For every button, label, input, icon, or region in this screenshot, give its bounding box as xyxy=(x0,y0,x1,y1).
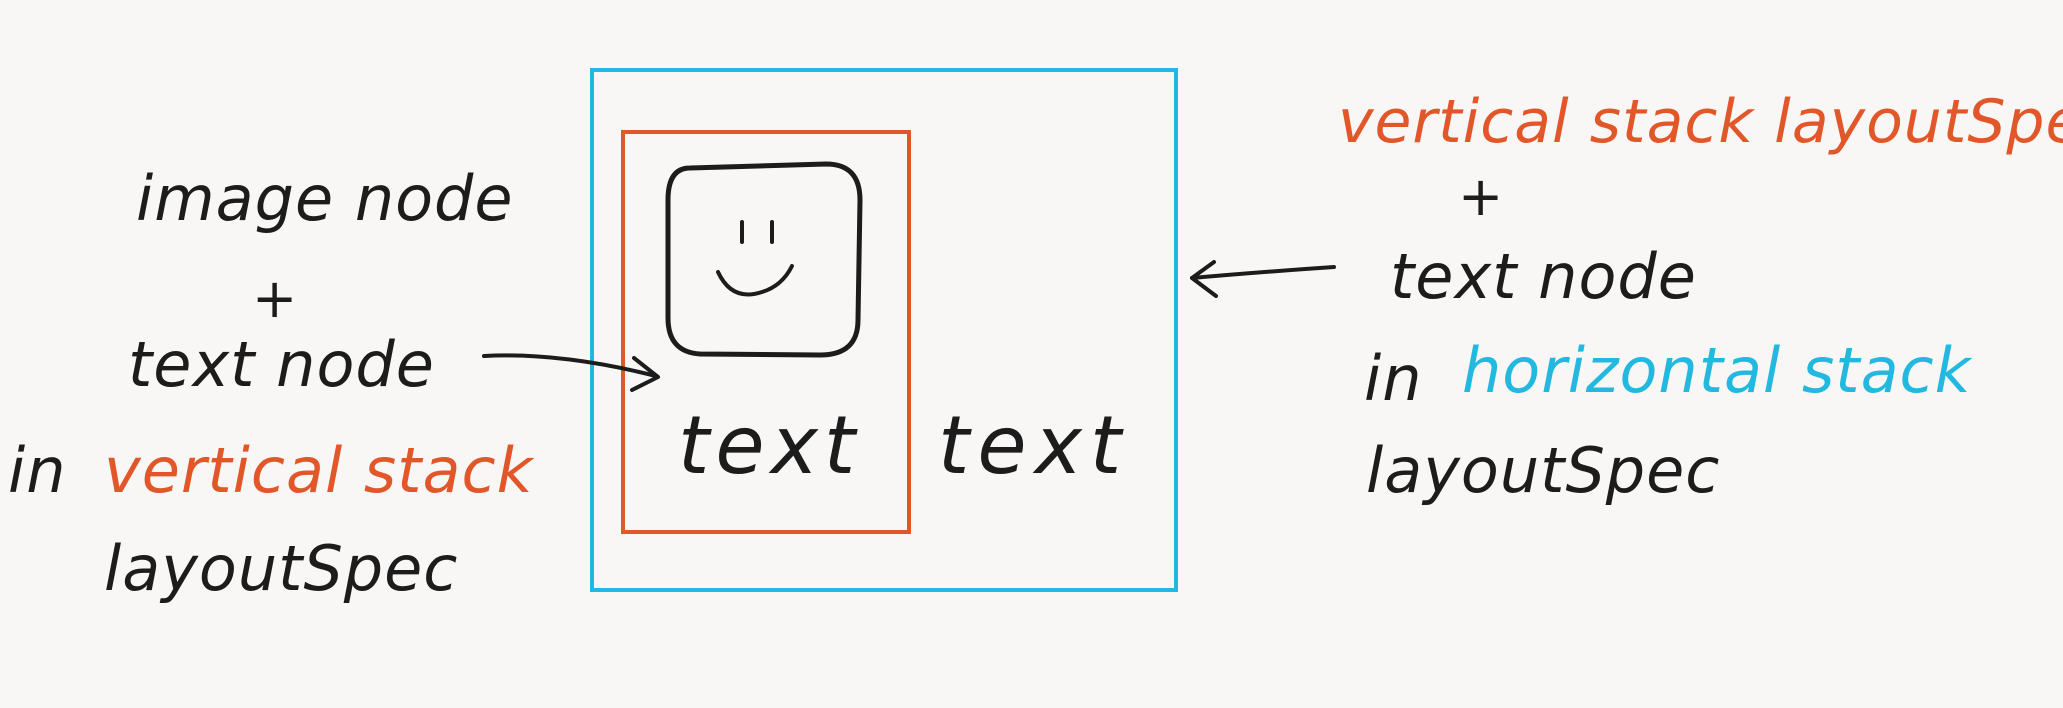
inner-text-node: text xyxy=(678,399,862,492)
smiley-face-icon xyxy=(665,161,863,358)
right-label-layoutspec: layoutSpec xyxy=(1366,434,1721,507)
right-label-horizontal-stack: horizontal stack xyxy=(1462,334,1972,407)
right-label-in: in xyxy=(1364,342,1423,415)
left-label-vertical-stack: vertical stack xyxy=(104,434,534,507)
vertical-stack-box xyxy=(621,130,911,534)
outer-text-node: text xyxy=(938,399,1130,492)
right-arrow-icon xyxy=(1190,260,1336,298)
left-label-image-node: image node xyxy=(136,162,514,235)
left-label-in: in xyxy=(8,434,67,507)
left-label-text-node: text node xyxy=(128,328,435,401)
left-label-plus: + xyxy=(252,267,299,330)
left-arrow-icon xyxy=(482,353,660,392)
left-label-layoutspec: layoutSpec xyxy=(104,532,459,605)
right-label-text-node: text node xyxy=(1390,240,1697,313)
right-label-plus: + xyxy=(1458,165,1505,228)
horizontal-stack-box xyxy=(590,68,1178,592)
right-label-vertical-stack-layoutspec: vertical stack layoutSpec xyxy=(1338,87,2063,157)
